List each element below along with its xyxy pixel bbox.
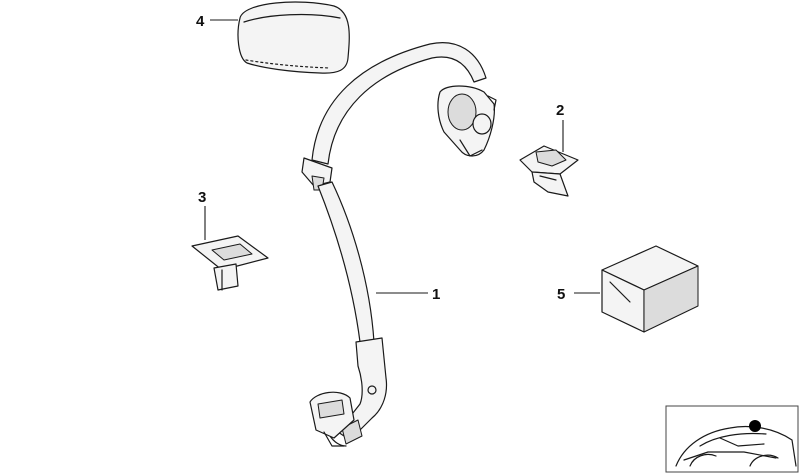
- callout-3: 3: [198, 189, 206, 206]
- callout-4: 4: [196, 13, 205, 30]
- belt-retractor: [437, 85, 497, 157]
- car-location-icon: [665, 405, 799, 473]
- callout-1: 1: [432, 286, 440, 303]
- bracket-part[interactable]: [519, 145, 579, 197]
- cover-plate-part[interactable]: [191, 235, 269, 291]
- headrest-part[interactable]: [237, 1, 350, 74]
- kit-box-part[interactable]: [601, 245, 699, 333]
- location-dot-icon: [749, 420, 761, 432]
- callout-5: 5: [557, 286, 565, 303]
- seat-belt-assembly[interactable]: [301, 42, 497, 447]
- belt-buckle: [309, 391, 355, 447]
- callout-2: 2: [556, 102, 564, 119]
